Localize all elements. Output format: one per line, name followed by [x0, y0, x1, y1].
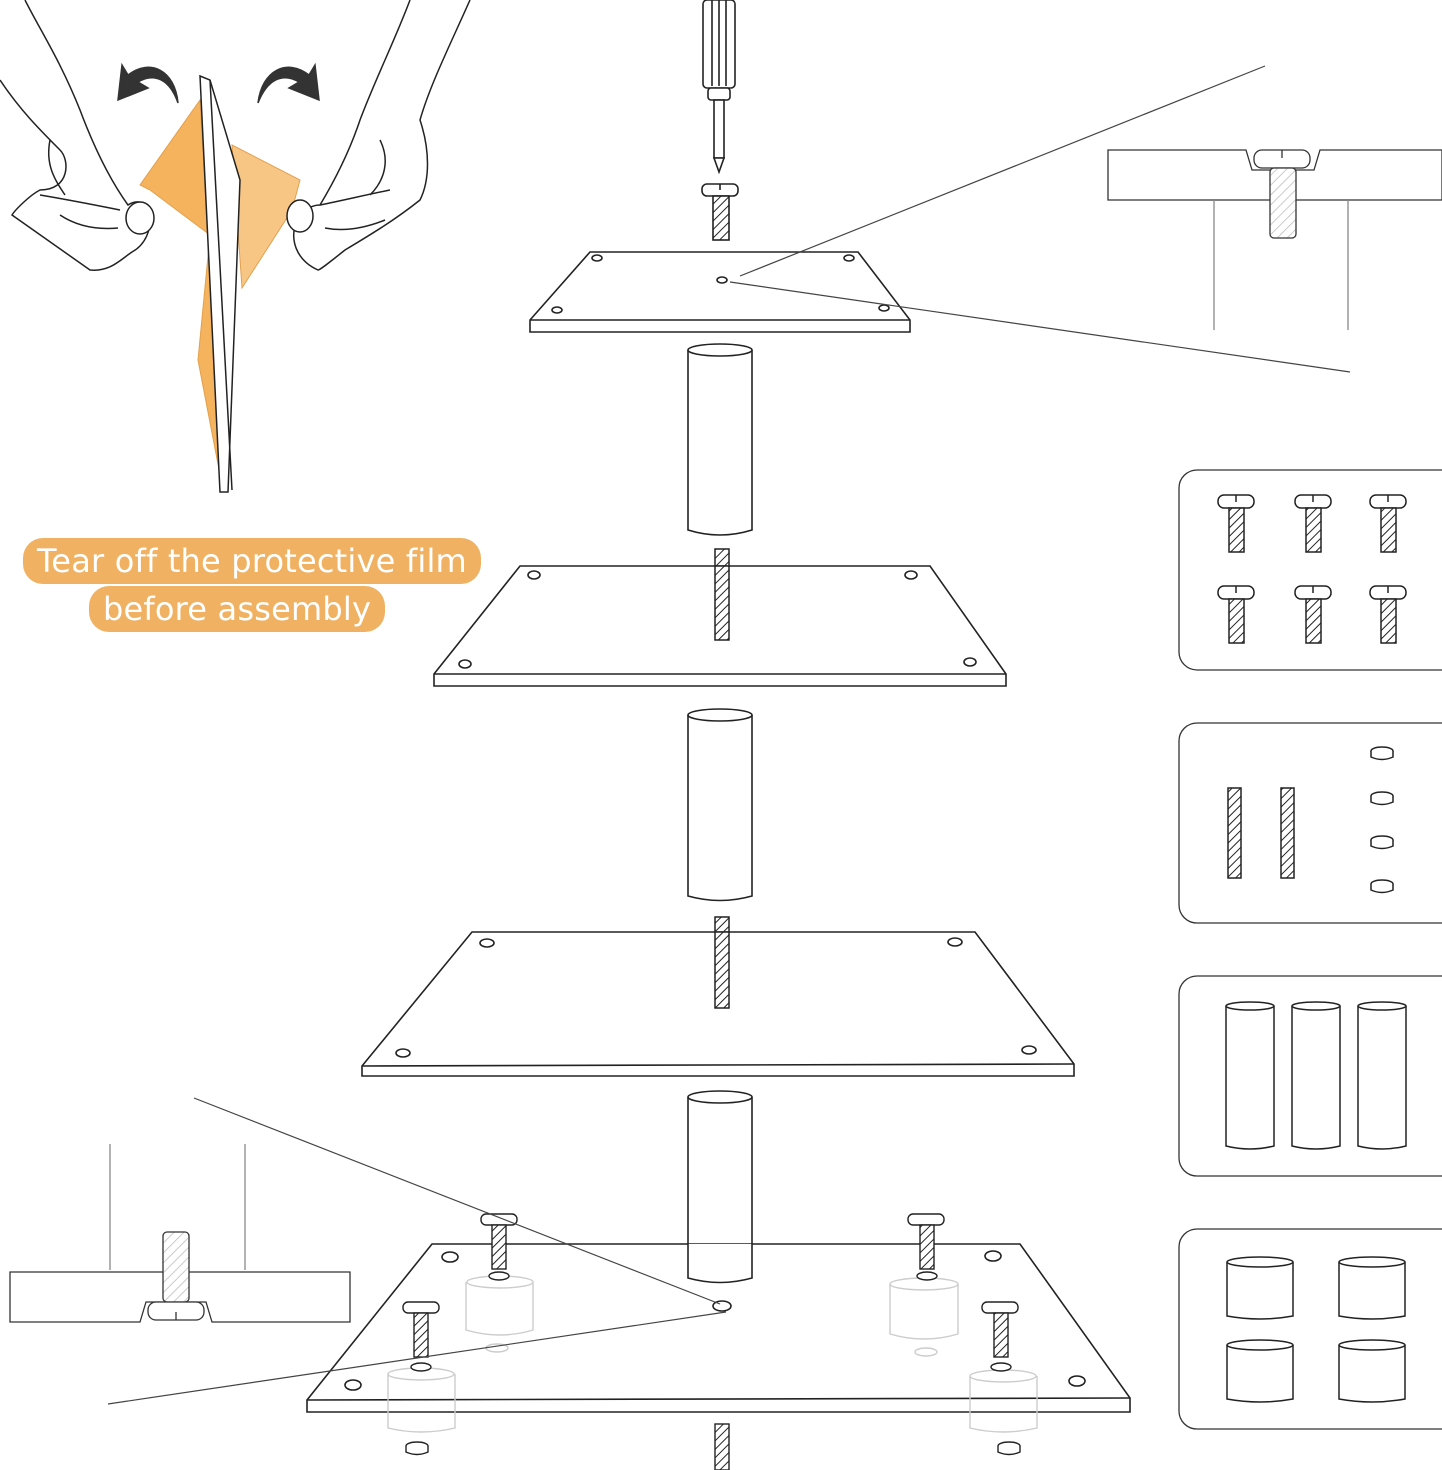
- film-removal-illustration: [0, 0, 471, 493]
- washer-icon: [1370, 835, 1394, 850]
- screw-icon: [1369, 585, 1407, 644]
- acrylic-sheet: [199, 74, 241, 493]
- detail-bottom-screw-section: [9, 1144, 351, 1323]
- threaded-rod-icon: [1280, 787, 1295, 879]
- tube-1: [687, 343, 753, 536]
- left-hand: [0, 0, 152, 271]
- instruction-label-line1: Tear off the protective film: [23, 538, 481, 584]
- screw-icon: [1369, 494, 1407, 553]
- screw-icon: [1217, 494, 1255, 553]
- parts-panel-tubes: [1178, 975, 1442, 1177]
- right-hand: [293, 0, 471, 271]
- washer-icon: [1370, 879, 1394, 894]
- tube-icon: [1357, 1001, 1407, 1150]
- tier-4-plate: [306, 1243, 1131, 1413]
- tube-icon: [1225, 1001, 1275, 1150]
- parts-panel-feet: [1178, 1228, 1442, 1430]
- foot-icon: [1226, 1339, 1294, 1403]
- screw-top-tier: [701, 183, 739, 241]
- parts-panel-screws: [1178, 469, 1442, 671]
- detail-top-screw-section: [1107, 149, 1442, 330]
- tube-2: [687, 708, 753, 902]
- screwdriver: [702, 0, 736, 175]
- screw-icon: [1217, 585, 1255, 644]
- screw-icon: [1294, 494, 1332, 553]
- peel-arrow-left-icon: [117, 62, 179, 104]
- washer-icon: [1370, 791, 1394, 806]
- foot-icon: [1226, 1256, 1294, 1320]
- tier-1-plate: [529, 251, 911, 333]
- instruction-label-line2: before assembly: [89, 586, 386, 632]
- parts-panel-rods-washers: [1178, 722, 1442, 924]
- threaded-rod-icon: [1227, 787, 1242, 879]
- foot-icon: [1338, 1256, 1406, 1320]
- bottom-feet-assembly: [387, 1213, 1038, 1470]
- tube-icon: [1291, 1001, 1341, 1150]
- peel-arrow-right-icon: [257, 62, 320, 104]
- screw-icon: [1294, 585, 1332, 644]
- foot-icon: [1338, 1339, 1406, 1403]
- callout-lines: [107, 65, 1351, 1405]
- washer-icon: [1370, 746, 1394, 761]
